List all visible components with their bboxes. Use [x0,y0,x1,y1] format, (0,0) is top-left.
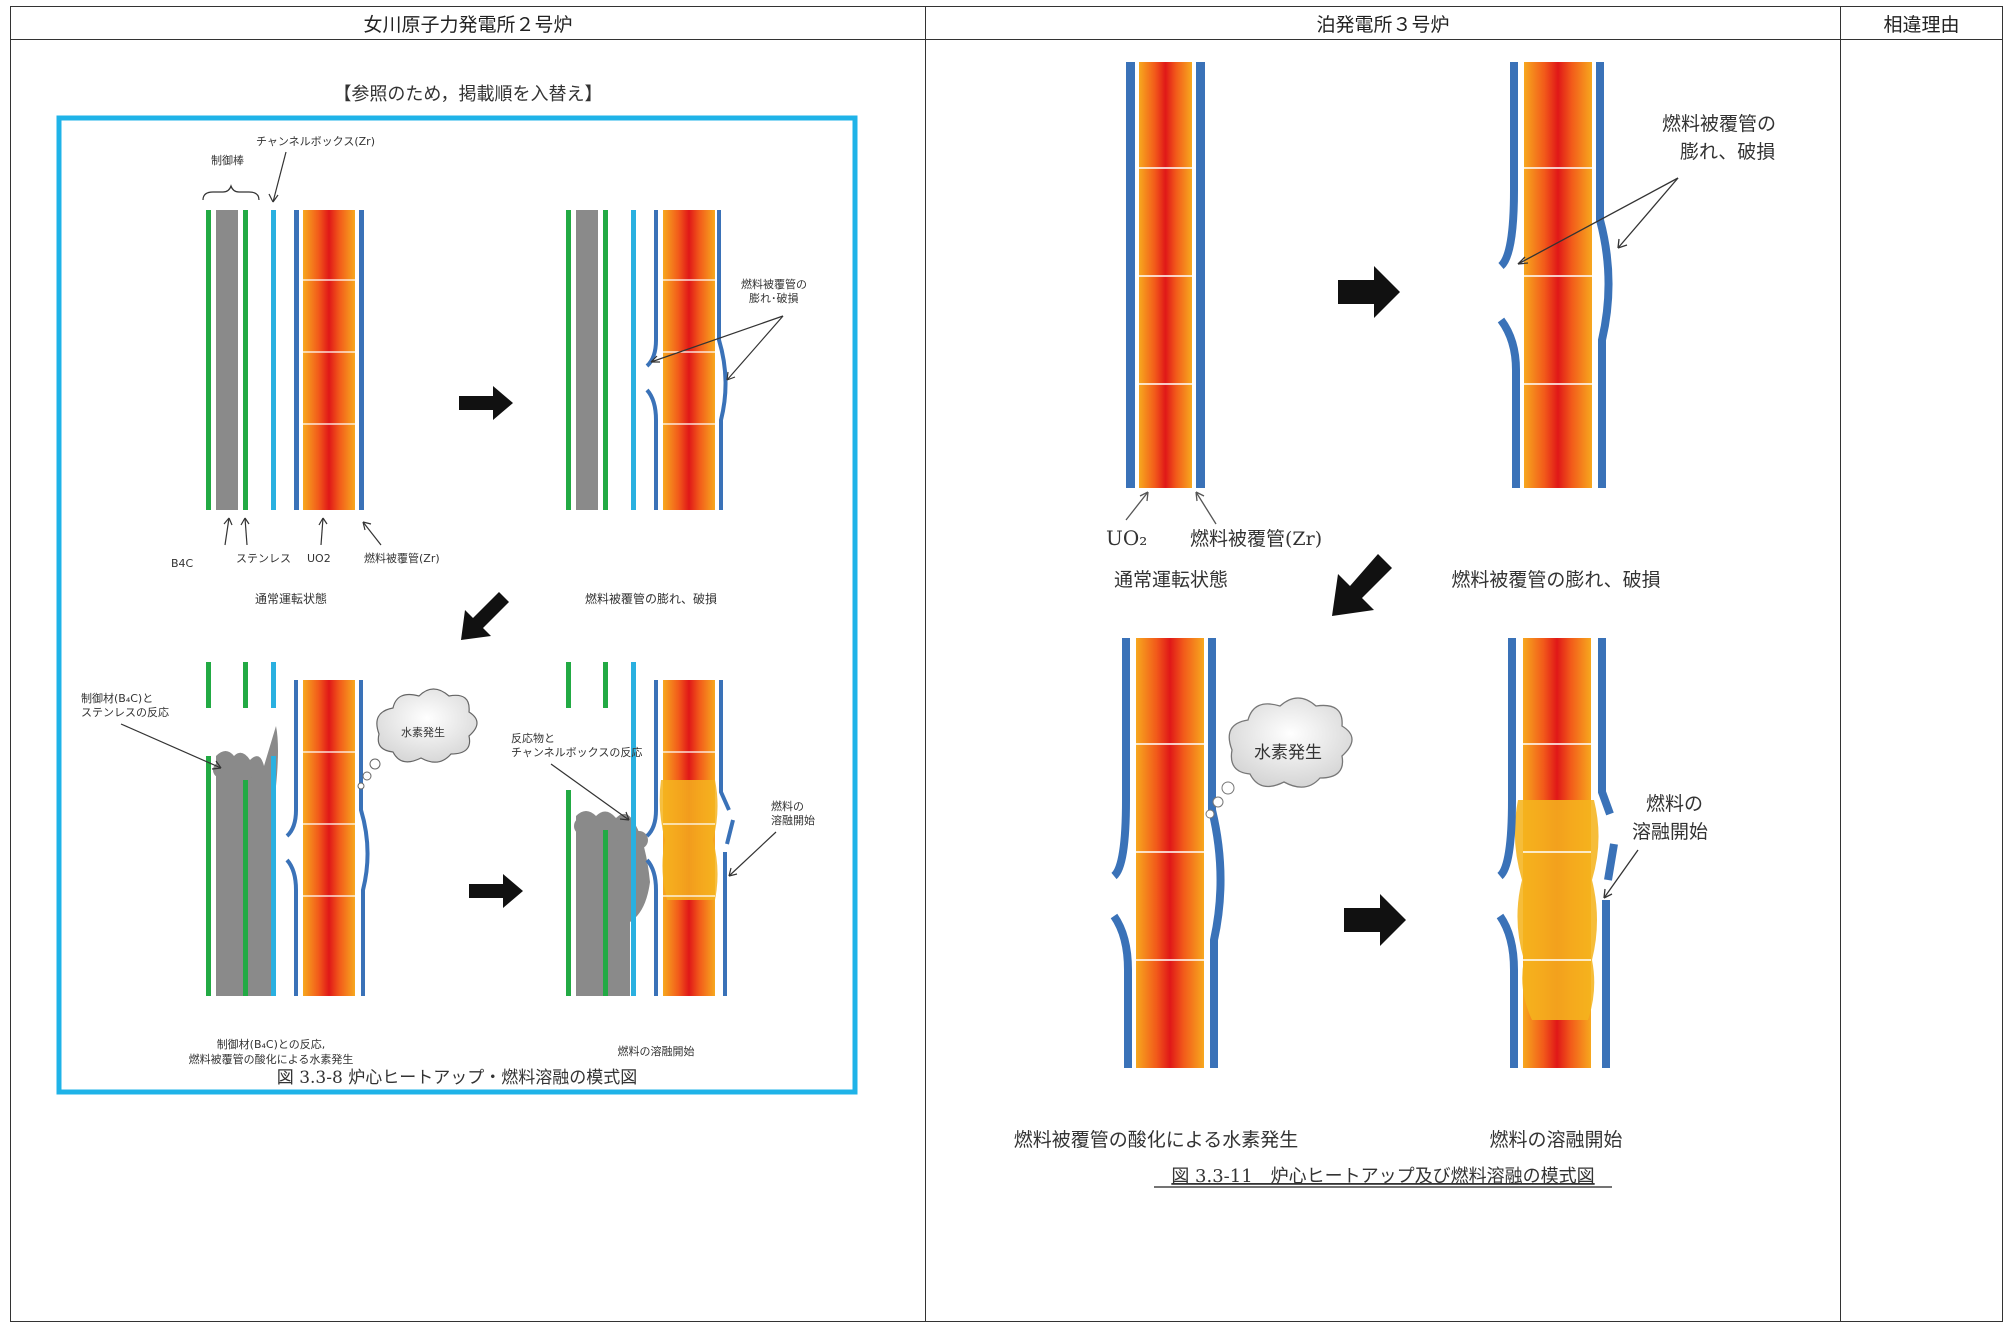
label-melt-2-tomari: 溶融開始 [1632,821,1708,843]
caption-reaction-2: 燃料被覆管の酸化による水素発生 [189,1052,354,1066]
reason-cell [1840,39,2003,1322]
figure-caption-onagawa: 図 3.3-8 炉心ヒートアップ・燃料溶融の模式図 [277,1068,637,1088]
label-reaction-1: 制御材(B₄C)と [81,691,153,705]
label-cb-reaction-2: チャンネルボックスの反応 [511,745,642,759]
hydrogen-cloud-icon [357,688,478,790]
panel-normal-tomari: UO₂ 燃料被覆管(Zr) 通常運転状態 [1106,62,1322,591]
panel-hydrogen-tomari: 水素発生 燃料被覆管の酸化による水素発生 [1014,638,1353,1151]
label-reaction-2: ステンレスの反応 [81,705,169,719]
arrow-down-left-icon [461,592,509,640]
label-cladding: 燃料被覆管(Zr) [364,551,440,565]
label-cb-reaction-1: 反応物と [511,731,555,745]
label-melt-1-tomari: 燃料の [1646,793,1703,815]
label-melt-2: 溶融開始 [771,813,815,827]
figure-caption-tomari: 図 3.3-11 炉心ヒートアップ及び燃料溶融の模式図 [1171,1166,1594,1187]
panel-swelling-tomari: 燃料被覆管の 膨れ、破損 燃料被覆管の膨れ、破損 [1451,62,1776,591]
panel-reaction: 水素発生 制御材(B₄C)と ステンレスの反応 制御材(B₄C)との反応, 燃料… [81,662,478,1066]
caption-normal-tomari: 通常運転状態 [1114,569,1228,591]
label-control-rod: 制御棒 [211,153,244,167]
hydrogen-cloud-icon [1205,697,1353,819]
caption-hydrogen-tomari: 燃料被覆管の酸化による水素発生 [1014,1129,1298,1151]
caption-melting-tomari: 燃料の溶融開始 [1489,1129,1622,1151]
label-swelling-1: 燃料被覆管の [741,277,807,291]
caption-swelling: 燃料被覆管の膨れ、破損 [585,591,717,606]
label-swelling-1-tomari: 燃料被覆管の [1662,113,1776,135]
label-uo2: UO2 [307,552,331,565]
label-channel-box: チャンネルボックス(Zr) [256,135,375,148]
panel-melting-tomari: 燃料の 溶融開始 燃料の溶融開始 [1489,638,1708,1151]
caption-reaction-1: 制御材(B₄C)との反応, [217,1037,326,1051]
label-swelling-2-tomari: 膨れ、破損 [1680,141,1775,163]
tomari-cell: UO₂ 燃料被覆管(Zr) 通常運転状態 [925,39,1841,1322]
label-hydrogen: 水素発生 [401,725,445,739]
panel-melting: 燃料の 溶融開始 反応物と チャンネルボックスの反応 燃料の溶融開始 [511,662,815,1058]
label-stainless: ステンレス [236,552,291,565]
panel-normal: 制御棒 チャンネルボックス(Zr) B4C ステンレス [171,135,440,606]
arrow-right-icon [1338,266,1400,318]
arrow-right-icon [1344,894,1406,946]
arrow-down-left-icon [1332,554,1392,616]
arrow-right-icon [469,874,523,908]
label-hydrogen-tomari: 水素発生 [1254,743,1322,763]
label-swelling-2: 膨れ･破損 [749,291,799,305]
label-melt-1: 燃料の [771,799,804,813]
label-cladding-tomari: 燃料被覆管(Zr) [1190,528,1322,550]
header-onagawa: 女川原子力発電所２号炉 [10,6,926,40]
header-tomari: 泊発電所３号炉 [925,6,1841,40]
label-b4c: B4C [171,557,194,570]
panel-swelling: 燃料被覆管の 膨れ･破損 燃料被覆管の膨れ、破損 [566,210,807,606]
caption-normal: 通常運転状態 [255,591,327,606]
arrow-right-icon [459,386,513,420]
label-uo2-tomari: UO₂ [1106,526,1147,550]
onagawa-cell: 【参照のため，掲載順を入替え】 [10,39,926,1322]
caption-swelling-tomari: 燃料被覆管の膨れ、破損 [1451,569,1660,591]
header-reason: 相違理由 [1840,6,2003,40]
caption-melting: 燃料の溶融開始 [618,1044,695,1058]
comparison-table: 女川原子力発電所２号炉 泊発電所３号炉 相違理由 [10,6,2003,1322]
reorder-note: 【参照のため，掲載順を入替え】 [333,84,602,105]
tomari-diagram: UO₂ 燃料被覆管(Zr) 通常運転状態 [1014,62,1776,1188]
figure-frame [56,115,858,1095]
onagawa-diagram: 【参照のため，掲載順を入替え】 [56,84,858,1095]
